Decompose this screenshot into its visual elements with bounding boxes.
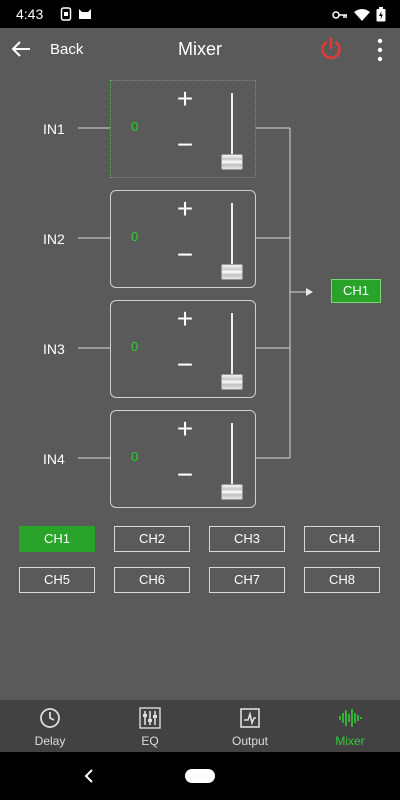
input-channel-in3: 0 + − [110,300,256,398]
gain-value: 0 [131,339,139,354]
back-button[interactable]: Back [50,41,84,58]
app-bar: Back Mixer [0,28,400,72]
gain-slider-thumb[interactable] [221,154,243,170]
more-options-icon[interactable] [370,36,390,64]
gain-slider-track[interactable] [231,203,233,275]
waveform-icon [339,709,362,727]
status-bar: 4:43 [0,0,400,28]
increase-gain-button[interactable]: + [176,303,194,334]
decrease-gain-button[interactable]: − [176,129,194,160]
input-channel-in2: 0 + − [110,190,256,288]
battery-icon [376,7,386,22]
mixer-area: IN1 0 + − IN2 0 + − IN3 0 + − IN4 0 + − … [0,72,400,520]
system-back-icon[interactable] [82,768,96,784]
input-channel-in4: 0 + − [110,410,256,508]
channel-button-ch4[interactable]: CH4 [304,526,380,552]
channel-button-ch2[interactable]: CH2 [114,526,190,552]
increase-gain-button[interactable]: + [176,193,194,224]
channel-button-ch5[interactable]: CH5 [19,567,95,593]
nav-label: Output [231,734,269,748]
bottom-navigation: Delay EQ Output Mixer [0,700,400,752]
input-label-in1: IN1 [43,121,65,137]
output-graph-icon [240,708,260,728]
gain-slider-track[interactable] [231,313,233,385]
channel-button-ch7[interactable]: CH7 [209,567,285,593]
gain-value: 0 [131,119,139,134]
power-icon[interactable] [318,36,344,62]
gain-value: 0 [131,229,139,244]
clock-icon [40,708,60,728]
gain-slider-thumb[interactable] [221,374,243,390]
status-time: 4:43 [16,6,44,22]
gain-slider-track[interactable] [231,423,233,495]
routing-wires [78,127,313,459]
gain-slider-track[interactable] [231,93,233,165]
system-home-pill[interactable] [185,769,215,783]
output-channel-button[interactable]: CH1 [331,279,381,303]
equalizer-icon [139,707,161,729]
gain-value: 0 [131,449,139,464]
nav-item-delay[interactable]: Delay [0,700,100,752]
cat-app-icon [79,9,91,19]
decrease-gain-button[interactable]: − [176,349,194,380]
back-arrow-icon[interactable] [10,38,32,60]
page-title: Mixer [178,39,222,59]
nav-label: Mixer [335,734,365,748]
wifi-icon [354,8,370,21]
decrease-gain-button[interactable]: − [176,459,194,490]
channel-button-ch1[interactable]: CH1 [19,526,95,552]
gain-slider-thumb[interactable] [221,264,243,280]
channel-button-ch6[interactable]: CH6 [114,567,190,593]
input-label-in2: IN2 [43,231,65,247]
system-navigation-bar [0,752,400,800]
channel-button-ch8[interactable]: CH8 [304,567,380,593]
decrease-gain-button[interactable]: − [176,239,194,270]
nav-label: EQ [141,734,159,748]
vpn-key-icon [332,10,347,19]
gain-slider-thumb[interactable] [221,484,243,500]
increase-gain-button[interactable]: + [176,413,194,444]
nav-item-mixer[interactable]: Mixer [300,700,400,752]
nav-item-output[interactable]: Output [200,700,300,752]
input-label-in3: IN3 [43,341,65,357]
input-label-in4: IN4 [43,451,65,467]
channel-button-ch3[interactable]: CH3 [209,526,285,552]
nav-label: Delay [34,734,66,748]
increase-gain-button[interactable]: + [176,83,194,114]
nav-item-eq[interactable]: EQ [100,700,200,752]
sim-card-icon [60,7,72,21]
input-channel-in1: 0 + − [110,80,256,178]
